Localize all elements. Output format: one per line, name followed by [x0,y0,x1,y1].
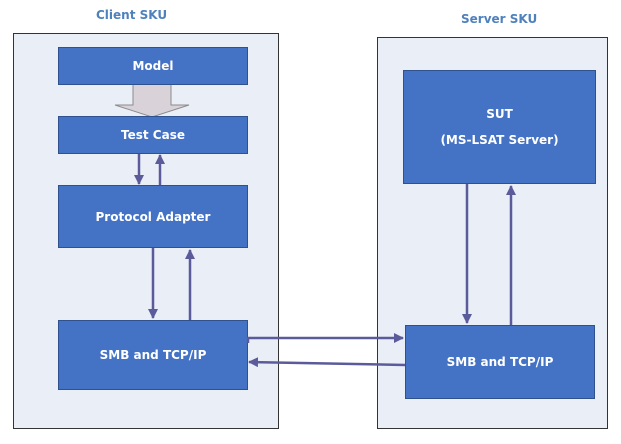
test-case-label: Test Case [121,128,185,142]
test-case-box: Test Case [58,116,248,154]
server-smb-tcpip-label: SMB and TCP/IP [446,355,554,369]
client-smb-tcpip-box: SMB and TCP/IP [58,320,248,390]
sut-box: SUT (MS-LSAT Server) [403,70,596,184]
model-box: Model [58,47,248,85]
client-smb-tcpip-label: SMB and TCP/IP [99,348,207,362]
server-smb-tcpip-box: SMB and TCP/IP [405,325,595,399]
server-sku-title: Server SKU [461,12,538,26]
client-to-server-smb-arrow [246,333,404,343]
sut-label: SUT [486,107,513,121]
protocol-adapter-box: Protocol Adapter [58,185,248,248]
model-label: Model [132,59,174,73]
client-sku-title: Client SKU [96,8,168,22]
protocol-adapter-label: Protocol Adapter [95,209,211,224]
server-to-client-smb-arrow [248,357,406,368]
sut-subtitle-label: (MS-LSAT Server) [440,133,559,147]
